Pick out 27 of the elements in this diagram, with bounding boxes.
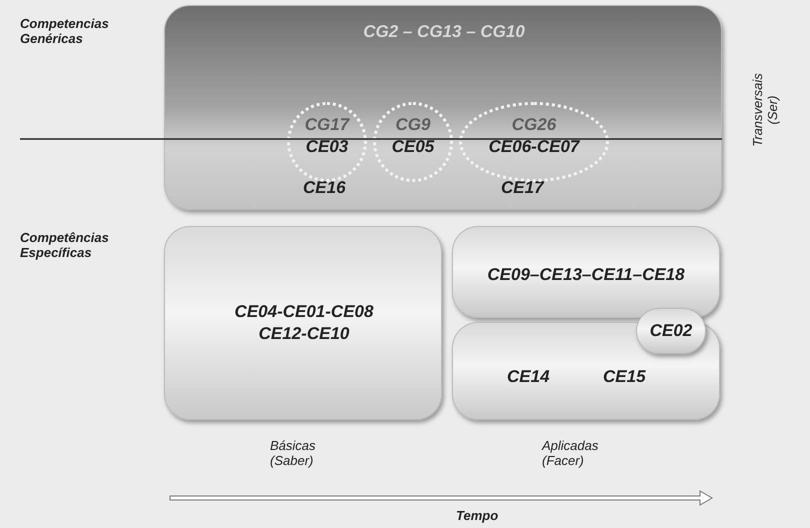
axis-label: Tempo	[456, 508, 498, 523]
group-code: CG26	[510, 115, 558, 135]
column-label: Aplicadas (Facer)	[542, 438, 600, 468]
group-codes: CG2 – CG13 – CG10	[362, 22, 526, 42]
rounded-panel	[164, 5, 722, 210]
section-label: Competencias Genéricas	[20, 16, 110, 46]
axis-label: Transversais (Ser)	[750, 72, 780, 149]
rounded-panel	[452, 226, 720, 318]
rounded-panel	[164, 226, 442, 420]
competency-code: CE14	[507, 367, 550, 387]
group-code: CG17	[304, 115, 351, 135]
competency-code: CE05	[390, 137, 436, 157]
competency-code: CE15	[603, 367, 646, 387]
competency-code: CE17	[501, 178, 544, 198]
dotted-ellipse	[459, 102, 609, 182]
competency-code: CE02	[648, 321, 694, 341]
column-label: Básicas (Saber)	[270, 438, 317, 468]
competency-codes: CE09–CE13–CE11–CE18	[486, 265, 686, 285]
rounded-panel	[452, 322, 720, 420]
competency-code: CE06-CE07	[488, 137, 581, 157]
dotted-ellipse	[373, 102, 453, 182]
competency-code: CE16	[303, 178, 346, 198]
competency-code: CE03	[304, 137, 350, 157]
section-label: Competências Específicas	[20, 230, 110, 260]
dotted-ellipse	[287, 102, 367, 182]
group-code: CG9	[394, 115, 432, 135]
competency-codes: CE04-CE01-CE08 CE12-CE10	[234, 301, 374, 345]
